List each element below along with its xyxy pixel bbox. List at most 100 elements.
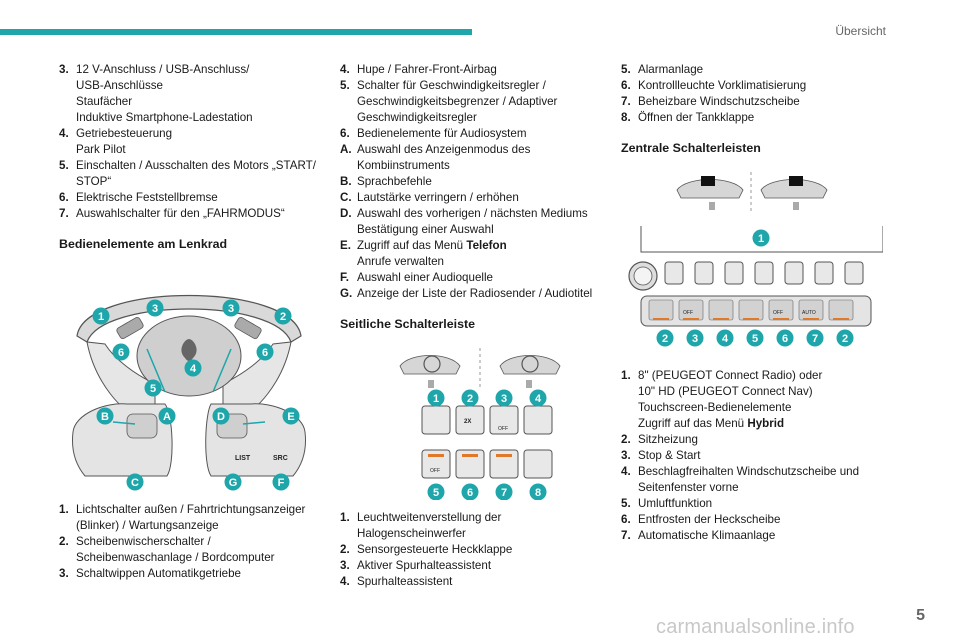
list-item-number: 7. — [621, 95, 631, 108]
callout-label: A — [163, 411, 171, 423]
list-item-number: 2. — [621, 433, 631, 446]
callout-marker — [656, 329, 674, 347]
callout-marker — [806, 329, 824, 347]
heading-steering-controls: Bedienelemente am Lenkrad — [59, 237, 228, 251]
list-item: 4.Beschlagfreihalten Windschutzscheibe u… — [621, 464, 883, 496]
list-item-text: Scheibenwischerschalter /Scheibenwaschan… — [76, 535, 275, 564]
callout-marker — [112, 343, 130, 361]
list-item: 7. Auswahlschalter für den „FAHRMODUS“ — [59, 206, 321, 222]
list-item-number: E. — [340, 239, 351, 252]
list-item-text: Entfrosten der Heckscheibe — [638, 513, 781, 526]
list-item-text: Auswahl einer Audioquelle — [357, 271, 493, 284]
callout-label: 5 — [433, 487, 439, 499]
list-item: 6.Elektrische Feststellbremse — [59, 190, 321, 206]
list-item-text: Umluftfunktion — [638, 497, 713, 510]
list-item-text: Öffnen der Tankklappe — [638, 111, 755, 124]
list-item: 6. Entfrosten der Heckscheibe — [621, 512, 883, 528]
callout-label: 4 — [535, 393, 542, 405]
callout-marker — [92, 307, 110, 325]
callout-label: 2 — [662, 333, 668, 345]
callout-label: 2 — [842, 333, 848, 345]
list-item-text: Automatische Klimaanlage — [638, 529, 776, 542]
list-item: 6.Bedienelemente für Audiosystem — [340, 126, 602, 142]
list-item-text: Beschlagfreihalten Windschutzscheibe und… — [638, 465, 860, 494]
list-item-text: Sensorgesteuerte Heckklappe — [357, 543, 513, 556]
list-item-number: 7. — [59, 207, 69, 220]
callout-label: 6 — [118, 347, 124, 359]
callout-marker — [427, 483, 445, 501]
callout-marker — [184, 359, 202, 377]
list-item: G.Anzeige der Liste der Radiosender / Au… — [340, 286, 602, 302]
callout-marker — [716, 329, 734, 347]
list-item-number: 2. — [59, 535, 69, 548]
list-item-number: C. — [340, 191, 352, 204]
list-item: 5.Umluftfunktion — [621, 496, 883, 512]
list-item: F.Auswahl einer Audioquelle — [340, 270, 602, 286]
list-item-text: Anzeige der Liste der Radiosender / Audi… — [357, 287, 593, 300]
list-item-text: Stop & Start — [638, 449, 701, 462]
callout-marker — [212, 407, 230, 425]
callout-marker — [256, 343, 274, 361]
list-item: 3.Aktiver Spurhalteassistent — [340, 558, 602, 574]
list-item-number: 6. — [621, 513, 631, 526]
list-item: 5.Einschalten / Ausschalten des Motors „… — [59, 158, 321, 190]
callout-marker — [746, 329, 764, 347]
callout-marker — [274, 307, 292, 325]
list-item-number: 5. — [340, 79, 350, 92]
callout-marker — [144, 379, 162, 397]
list-item-text: Sitzheizung — [638, 433, 698, 446]
list-item-text: Bedienelemente für Audiosystem — [357, 127, 527, 140]
list-item: 4.Hupe / Fahrer-Front-Airbag — [340, 62, 602, 78]
list-item-text: Kontrollleuchte Vorklimatisierung — [638, 79, 807, 92]
list-item: C. Lautstärke verringern / erhöhen — [340, 190, 602, 206]
list-item-text: Beheizbare Windschutzscheibe — [638, 95, 800, 108]
list-item-text: 12 V-Anschluss / USB-Anschluss/USB-Ansch… — [76, 63, 253, 124]
list-item-number: 3. — [621, 449, 631, 462]
callout-marker — [686, 329, 704, 347]
list-item-number: 7. — [621, 529, 631, 542]
callout-label: C — [131, 477, 139, 489]
callout-label: 6 — [467, 487, 473, 499]
section-title: Übersicht — [835, 24, 886, 38]
list-item: B.Sprachbefehle — [340, 174, 602, 190]
list-item-text: Lautstärke verringern / erhöhen — [357, 191, 519, 204]
list-item: 2. Sitzheizung — [621, 432, 883, 448]
callout-label: 3 — [501, 393, 507, 405]
watermark: carmanualsonline.info — [656, 616, 855, 638]
list-item-text: Auswahlschalter für den „FAHRMODUS“ — [76, 207, 285, 220]
callout-marker — [126, 473, 144, 491]
callout-marker — [272, 473, 290, 491]
svg-text:SRC: SRC — [273, 455, 288, 462]
callout-label: B — [101, 411, 109, 423]
list-item: 5.Alarmanlage — [621, 62, 883, 78]
list-item-number: B. — [340, 175, 352, 188]
callout-label: 3 — [152, 303, 158, 315]
callout-marker — [427, 389, 445, 407]
list-item: 6.Kontrollleuchte Vorklimatisierung — [621, 78, 883, 94]
list-item-text: Auswahl des vorherigen / nächsten Medium… — [357, 207, 588, 236]
callout-label: 4 — [190, 363, 197, 375]
callout-marker — [282, 407, 300, 425]
callout-label: 4 — [722, 333, 729, 345]
list-item: 1.Lichtschalter außen / Fahrtrichtungsan… — [59, 502, 321, 534]
callout-marker — [495, 483, 513, 501]
callout-label: F — [278, 477, 285, 489]
svg-text:OFF: OFF — [430, 468, 440, 474]
callout-marker — [461, 483, 479, 501]
callout-marker — [158, 407, 176, 425]
list-item-text: Aktiver Spurhalteassistent — [357, 559, 492, 572]
callout-label: 6 — [782, 333, 788, 345]
list-item: 3.Schaltwippen Automatikgetriebe — [59, 566, 321, 582]
